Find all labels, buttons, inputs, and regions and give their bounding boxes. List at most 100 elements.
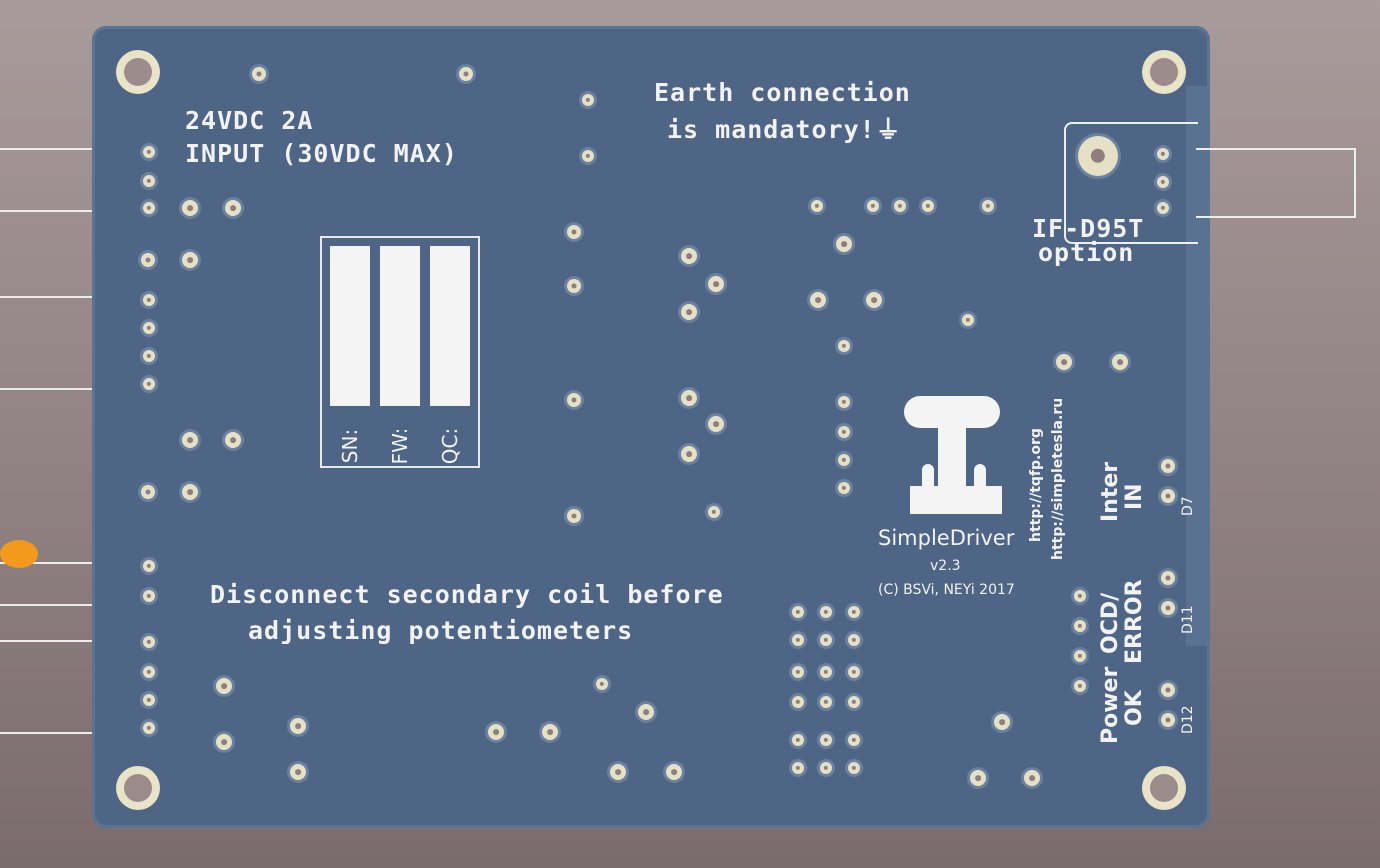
solder-pad (638, 704, 654, 720)
solder-pad (1161, 489, 1175, 503)
solder-pad (970, 770, 986, 786)
solder-pad (182, 200, 198, 216)
led-ref-d7: D7 (1180, 496, 1196, 516)
earth-label-1: Earth connection (654, 78, 911, 107)
solder-pad (567, 279, 581, 293)
mounting-hole (1142, 50, 1186, 94)
mounting-hole (116, 766, 160, 810)
solder-pad (1074, 620, 1086, 632)
solder-pad (582, 150, 594, 162)
solder-pad (838, 396, 850, 408)
solder-pad (143, 322, 155, 334)
solder-pad (1161, 683, 1175, 697)
solder-pad (143, 175, 155, 187)
solder-pad (1161, 459, 1175, 473)
solder-pad (290, 718, 306, 734)
solder-pad (962, 314, 974, 326)
solder-pad (1056, 354, 1072, 370)
solder-pad (838, 340, 850, 352)
solder-pad (488, 724, 504, 740)
solder-pad (867, 200, 879, 212)
led-label-ocd: OCD/ (1098, 592, 1123, 654)
solder-pad (792, 606, 804, 618)
solder-pad (182, 252, 198, 268)
solder-pad (143, 590, 155, 602)
logo-version: v2.3 (930, 558, 961, 574)
solder-pad (820, 634, 832, 646)
pcb-board: 24VDC 2A INPUT (30VDC MAX) Earth connect… (92, 26, 1356, 828)
led-ref-d12: D12 (1180, 705, 1196, 734)
solder-pad (681, 446, 697, 462)
label-area: SN: FW: QC: (320, 236, 480, 468)
led-label-ok: OK (1122, 690, 1147, 726)
solder-pad (141, 253, 155, 267)
tesla-coil-logo (900, 386, 1002, 516)
solder-pad (252, 67, 266, 81)
solder-pad (792, 634, 804, 646)
solder-pad (866, 292, 882, 308)
solder-pad (143, 350, 155, 362)
solder-pad (838, 426, 850, 438)
qc-label: QC: (438, 427, 462, 465)
solder-pad (820, 666, 832, 678)
solder-pad (848, 606, 860, 618)
mounting-hole (1142, 766, 1186, 810)
solder-pad (811, 200, 823, 212)
solder-pad (216, 734, 232, 750)
if-d95t-tab (1196, 148, 1356, 218)
solder-pad (820, 762, 832, 774)
solder-pad (143, 694, 155, 706)
logo-name: SimpleDriver (878, 526, 1015, 550)
led-label-inter: Inter (1098, 461, 1123, 522)
solder-pad (792, 762, 804, 774)
led-ref-d11: D11 (1180, 605, 1196, 634)
solder-pad (143, 294, 155, 306)
led-glow (0, 540, 38, 568)
solder-pad (836, 236, 852, 252)
solder-pad (567, 393, 581, 407)
solder-pad (666, 764, 682, 780)
power-label-1: 24VDC 2A (185, 106, 314, 135)
ground-symbol-icon: ⏚ (875, 115, 902, 144)
fw-label: FW: (388, 427, 412, 465)
solder-pad (143, 666, 155, 678)
solder-pad (810, 292, 826, 308)
solder-pad (1074, 650, 1086, 662)
solder-pad (182, 484, 198, 500)
solder-pad (459, 67, 473, 81)
solder-pad (792, 734, 804, 746)
solder-pad (848, 762, 860, 774)
solder-pad (838, 482, 850, 494)
solder-pad (681, 390, 697, 406)
solder-pad (838, 454, 850, 466)
solder-pad (216, 678, 232, 694)
led-label-error: ERROR (1122, 579, 1147, 664)
connector-outline (0, 562, 94, 606)
solder-pad (994, 714, 1010, 730)
solder-pad (1074, 680, 1086, 692)
solder-pad (1078, 136, 1118, 176)
solder-pad (820, 606, 832, 618)
solder-pad (820, 696, 832, 708)
connector-outline (0, 640, 94, 734)
solder-pad (848, 696, 860, 708)
solder-pad (681, 304, 697, 320)
warning-label-2: adjusting potentiometers (248, 616, 634, 645)
solder-pad (792, 666, 804, 678)
solder-pad (792, 696, 804, 708)
solder-pad (894, 200, 906, 212)
solder-pad (143, 636, 155, 648)
option-label-2: option (1038, 238, 1135, 267)
earth-label-2: is mandatory!⏚ (667, 110, 902, 146)
solder-pad (1157, 176, 1169, 188)
solder-pad (708, 506, 720, 518)
solder-pad (922, 200, 934, 212)
solder-pad (848, 634, 860, 646)
solder-pad (582, 94, 594, 106)
solder-pad (542, 724, 558, 740)
solder-pad (182, 432, 198, 448)
earth-label-text: is mandatory! (667, 115, 876, 144)
url-simpletesla: http://simpletesla.ru (1050, 397, 1066, 560)
solder-pad (225, 432, 241, 448)
solder-pad (820, 734, 832, 746)
